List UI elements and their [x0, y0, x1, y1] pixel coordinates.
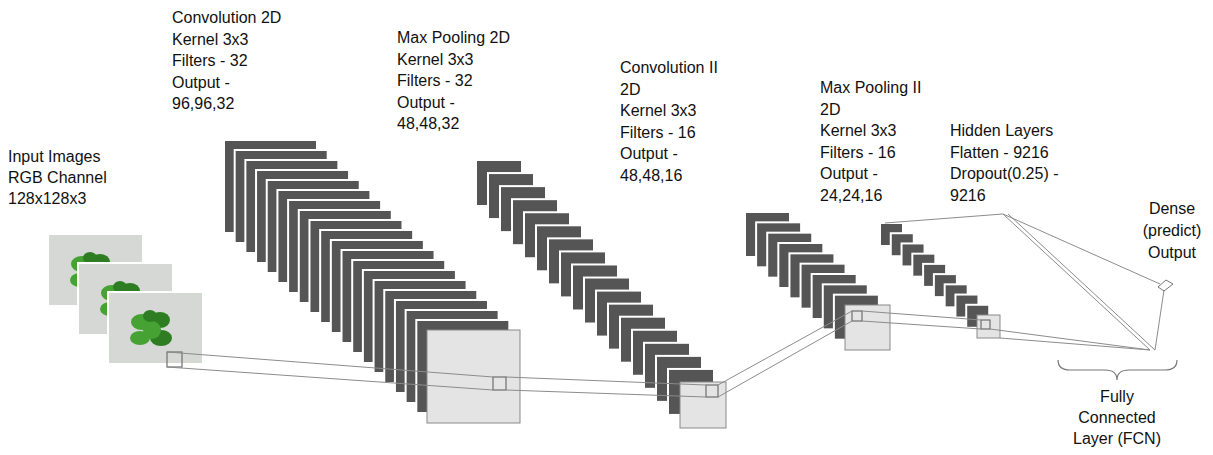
feature-map-stacks	[224, 140, 1000, 428]
projection-line	[718, 321, 852, 397]
plant-leaf	[143, 321, 161, 339]
label-line: 2D	[620, 79, 718, 101]
projection-line	[167, 352, 493, 377]
label-line: 2D	[820, 99, 921, 121]
layer-label: Fully Connected Layer (FCN)	[1068, 386, 1166, 449]
label-line: 48,48,16	[620, 165, 718, 187]
fc-line	[1003, 214, 1160, 284]
feature-stack	[745, 212, 890, 350]
label-line: 24,24,16	[820, 185, 921, 207]
label-line: Fully	[1068, 386, 1166, 407]
feature-stack	[476, 160, 726, 428]
fc-line	[1008, 214, 1155, 350]
fc-line	[1155, 290, 1164, 350]
label-line: Output	[1136, 242, 1208, 264]
label-line: Filters - 32	[172, 50, 281, 72]
label-line: 96,96,32	[172, 93, 281, 115]
label-line: Kernel 3x3	[397, 49, 510, 71]
label-line: Layer (FCN)	[1068, 428, 1166, 449]
label-line: Output -	[620, 143, 718, 165]
feature-stack	[880, 223, 1000, 338]
fc-line	[1003, 214, 1150, 350]
label-line: Output -	[820, 163, 921, 185]
layer-label: Max Pooling 2D Kernel 3x3 Filters - 32 O…	[397, 27, 510, 135]
label-line: 128x128x3	[8, 188, 107, 209]
label-line: 9216	[950, 185, 1059, 207]
label-line: 48,48,32	[397, 113, 510, 135]
layer-label: Input Images RGB Channel 128x128x3	[8, 146, 107, 209]
projection-line	[862, 311, 981, 320]
label-line: Input Images	[8, 146, 107, 167]
label-line: Filters - 16	[820, 142, 921, 164]
plant-leaf	[143, 310, 157, 322]
fc-line	[990, 329, 1150, 350]
label-line: Kernel 3x3	[172, 29, 281, 51]
label-line: Kernel 3x3	[620, 100, 718, 122]
output-node	[1158, 280, 1173, 291]
layer-label: Convolution II 2D Kernel 3x3 Filters - 1…	[620, 57, 718, 186]
label-line: Filters - 16	[620, 122, 718, 144]
label-line: Convolution 2D	[172, 7, 281, 29]
label-line: Flatten - 9216	[950, 142, 1059, 164]
receptive-field	[706, 385, 718, 397]
feature-map	[977, 315, 1000, 338]
label-line: Dense	[1136, 198, 1208, 220]
feature-map	[680, 382, 726, 428]
layer-label: Hidden Layers Flatten - 9216 Dropout(0.2…	[950, 120, 1059, 206]
fcn-bracket	[1058, 360, 1177, 380]
receptive-field	[852, 311, 862, 321]
label-line: Max Pooling 2D	[397, 27, 510, 49]
label-line: Output -	[172, 72, 281, 94]
projection-line	[718, 311, 852, 385]
label-line: Dropout(0.25) -	[950, 163, 1059, 185]
label-line: Convolution II	[620, 57, 718, 79]
input-photos	[48, 234, 203, 367]
layer-label: Convolution 2D Kernel 3x3 Filters - 32 O…	[172, 7, 281, 115]
label-line: Connected	[1068, 407, 1166, 428]
label-line: Kernel 3x3	[820, 120, 921, 142]
projection-line	[506, 390, 706, 397]
fc-line	[885, 214, 1003, 223]
receptive-field	[981, 320, 990, 329]
projection-line	[862, 321, 981, 329]
projection-lines	[167, 214, 1177, 397]
receptive-field	[167, 352, 182, 367]
projection-line	[506, 377, 706, 385]
label-line: Output -	[397, 92, 510, 114]
label-line: Max Pooling II	[820, 77, 921, 99]
layer-label: Dense (predict) Output	[1136, 198, 1208, 264]
label-line: Hidden Layers	[950, 120, 1059, 142]
receptive-field	[493, 377, 506, 390]
label-line: (predict)	[1136, 220, 1208, 242]
layer-label: Max Pooling II 2D Kernel 3x3 Filters - 1…	[820, 77, 921, 206]
label-line: Filters - 32	[397, 70, 510, 92]
projection-line	[167, 367, 493, 390]
feature-map	[427, 330, 520, 423]
label-line: RGB Channel	[8, 167, 107, 188]
